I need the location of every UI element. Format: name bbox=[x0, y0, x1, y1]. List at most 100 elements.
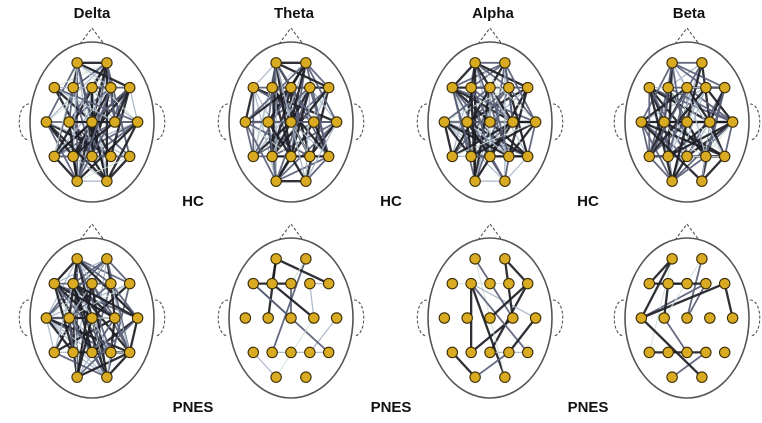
electrode-node bbox=[696, 253, 708, 265]
electrode-node bbox=[86, 116, 98, 128]
connectivity-edge bbox=[671, 61, 707, 89]
left-ear-outline bbox=[416, 103, 428, 141]
electrode-node bbox=[465, 346, 477, 359]
right-ear-outline bbox=[353, 103, 365, 141]
connectivity-edge bbox=[244, 86, 255, 124]
connectivity-edge bbox=[76, 62, 93, 158]
nose-outline bbox=[674, 223, 700, 241]
left-ear-outline bbox=[416, 299, 428, 337]
electrode-node bbox=[123, 277, 136, 290]
group-label-hc-1: HC bbox=[182, 193, 204, 210]
electrode-node bbox=[304, 277, 316, 290]
electrode-node bbox=[461, 312, 473, 324]
connectivity-edge bbox=[474, 61, 510, 89]
connectivity-edge bbox=[53, 86, 116, 123]
electrode-node bbox=[484, 277, 496, 290]
connectivity-edge bbox=[244, 121, 278, 183]
connectivity-edge bbox=[648, 258, 673, 353]
head-map-pnes-alpha bbox=[416, 223, 564, 399]
head-map-hc-beta bbox=[613, 27, 761, 203]
connectivity-edge bbox=[489, 86, 510, 158]
connectivity-edge bbox=[473, 61, 529, 89]
electrode-node bbox=[681, 312, 693, 324]
electrode-node bbox=[499, 253, 511, 265]
right-ear-outline bbox=[749, 103, 761, 141]
electrode-node bbox=[499, 371, 511, 383]
right-ear-outline bbox=[353, 299, 365, 337]
connectivity-edge bbox=[443, 120, 510, 158]
electrode-node bbox=[643, 150, 656, 163]
electrode-node bbox=[330, 116, 343, 128]
connectivity-edge bbox=[640, 282, 726, 320]
connectivity-edge bbox=[313, 86, 330, 123]
electrode-node bbox=[521, 277, 534, 290]
electrode-node bbox=[300, 253, 312, 265]
electrode-node bbox=[718, 277, 731, 290]
connectivity-edge bbox=[105, 120, 139, 183]
electrode-node bbox=[308, 312, 320, 324]
electrode-node bbox=[71, 175, 83, 187]
head-outline bbox=[624, 41, 750, 203]
electrode-node bbox=[666, 371, 678, 383]
connectivity-edge bbox=[76, 61, 93, 123]
electrode-node bbox=[304, 346, 316, 359]
electrode-node bbox=[503, 346, 515, 359]
connectivity-edge bbox=[53, 282, 94, 320]
electrode-node bbox=[285, 116, 297, 128]
electrode-node bbox=[666, 175, 678, 187]
connectivity-edge bbox=[128, 316, 139, 354]
electrode-node bbox=[67, 346, 79, 359]
connectivity-edge bbox=[309, 86, 338, 123]
connectivity-edge bbox=[271, 282, 315, 320]
head-map-hc-theta bbox=[217, 27, 365, 203]
electrode-node bbox=[308, 116, 320, 128]
left-ear-outline bbox=[18, 103, 30, 141]
electrode-node bbox=[469, 175, 481, 187]
connectivity-edge bbox=[68, 86, 75, 123]
electrode-node bbox=[499, 57, 511, 69]
electrode-node bbox=[105, 277, 117, 290]
connectivity-edge bbox=[667, 62, 703, 158]
nose-outline bbox=[278, 223, 304, 241]
connectivity-edge bbox=[109, 316, 116, 354]
connectivity-edge bbox=[723, 121, 734, 158]
connectivity-edge bbox=[274, 61, 293, 158]
electrode-node bbox=[718, 150, 731, 163]
electrode-node bbox=[465, 150, 477, 163]
electrode-node bbox=[704, 312, 716, 324]
electrode-node bbox=[700, 346, 712, 359]
connectivity-edge bbox=[72, 282, 139, 320]
left-ear-outline bbox=[613, 103, 625, 141]
connectivity-edge bbox=[671, 86, 707, 182]
right-ear-outline bbox=[154, 299, 166, 337]
connectivity-edge bbox=[443, 86, 491, 123]
right-ear-outline bbox=[552, 299, 564, 337]
head-map-hc-alpha bbox=[416, 27, 564, 203]
electrode-node bbox=[499, 175, 511, 187]
electrode-node bbox=[101, 57, 113, 69]
electrode-node bbox=[131, 312, 144, 324]
connectivity-edge bbox=[113, 86, 131, 124]
connectivity-edge bbox=[267, 120, 293, 158]
connectivity-edge bbox=[275, 61, 315, 123]
left-ear-outline bbox=[217, 103, 229, 141]
connectivity-edge bbox=[526, 121, 537, 158]
left-ear-outline bbox=[217, 299, 229, 337]
connectivity-edge bbox=[304, 61, 338, 123]
connectivity-edge bbox=[129, 86, 139, 123]
right-ear-outline bbox=[749, 299, 761, 337]
connectivity-edge bbox=[275, 317, 315, 378]
electrode-node bbox=[266, 277, 278, 290]
electrode-node bbox=[67, 81, 79, 94]
electrode-node bbox=[681, 277, 693, 290]
electrode-node bbox=[109, 116, 121, 128]
nose-outline bbox=[674, 27, 700, 45]
nose-outline bbox=[477, 223, 503, 241]
electrode-node bbox=[247, 346, 260, 359]
connectivity-edge bbox=[667, 62, 703, 89]
electrode-node bbox=[507, 116, 519, 128]
connectivity-edge bbox=[470, 282, 507, 379]
connectivity-edge bbox=[305, 86, 311, 182]
connectivity-edge bbox=[663, 258, 703, 319]
